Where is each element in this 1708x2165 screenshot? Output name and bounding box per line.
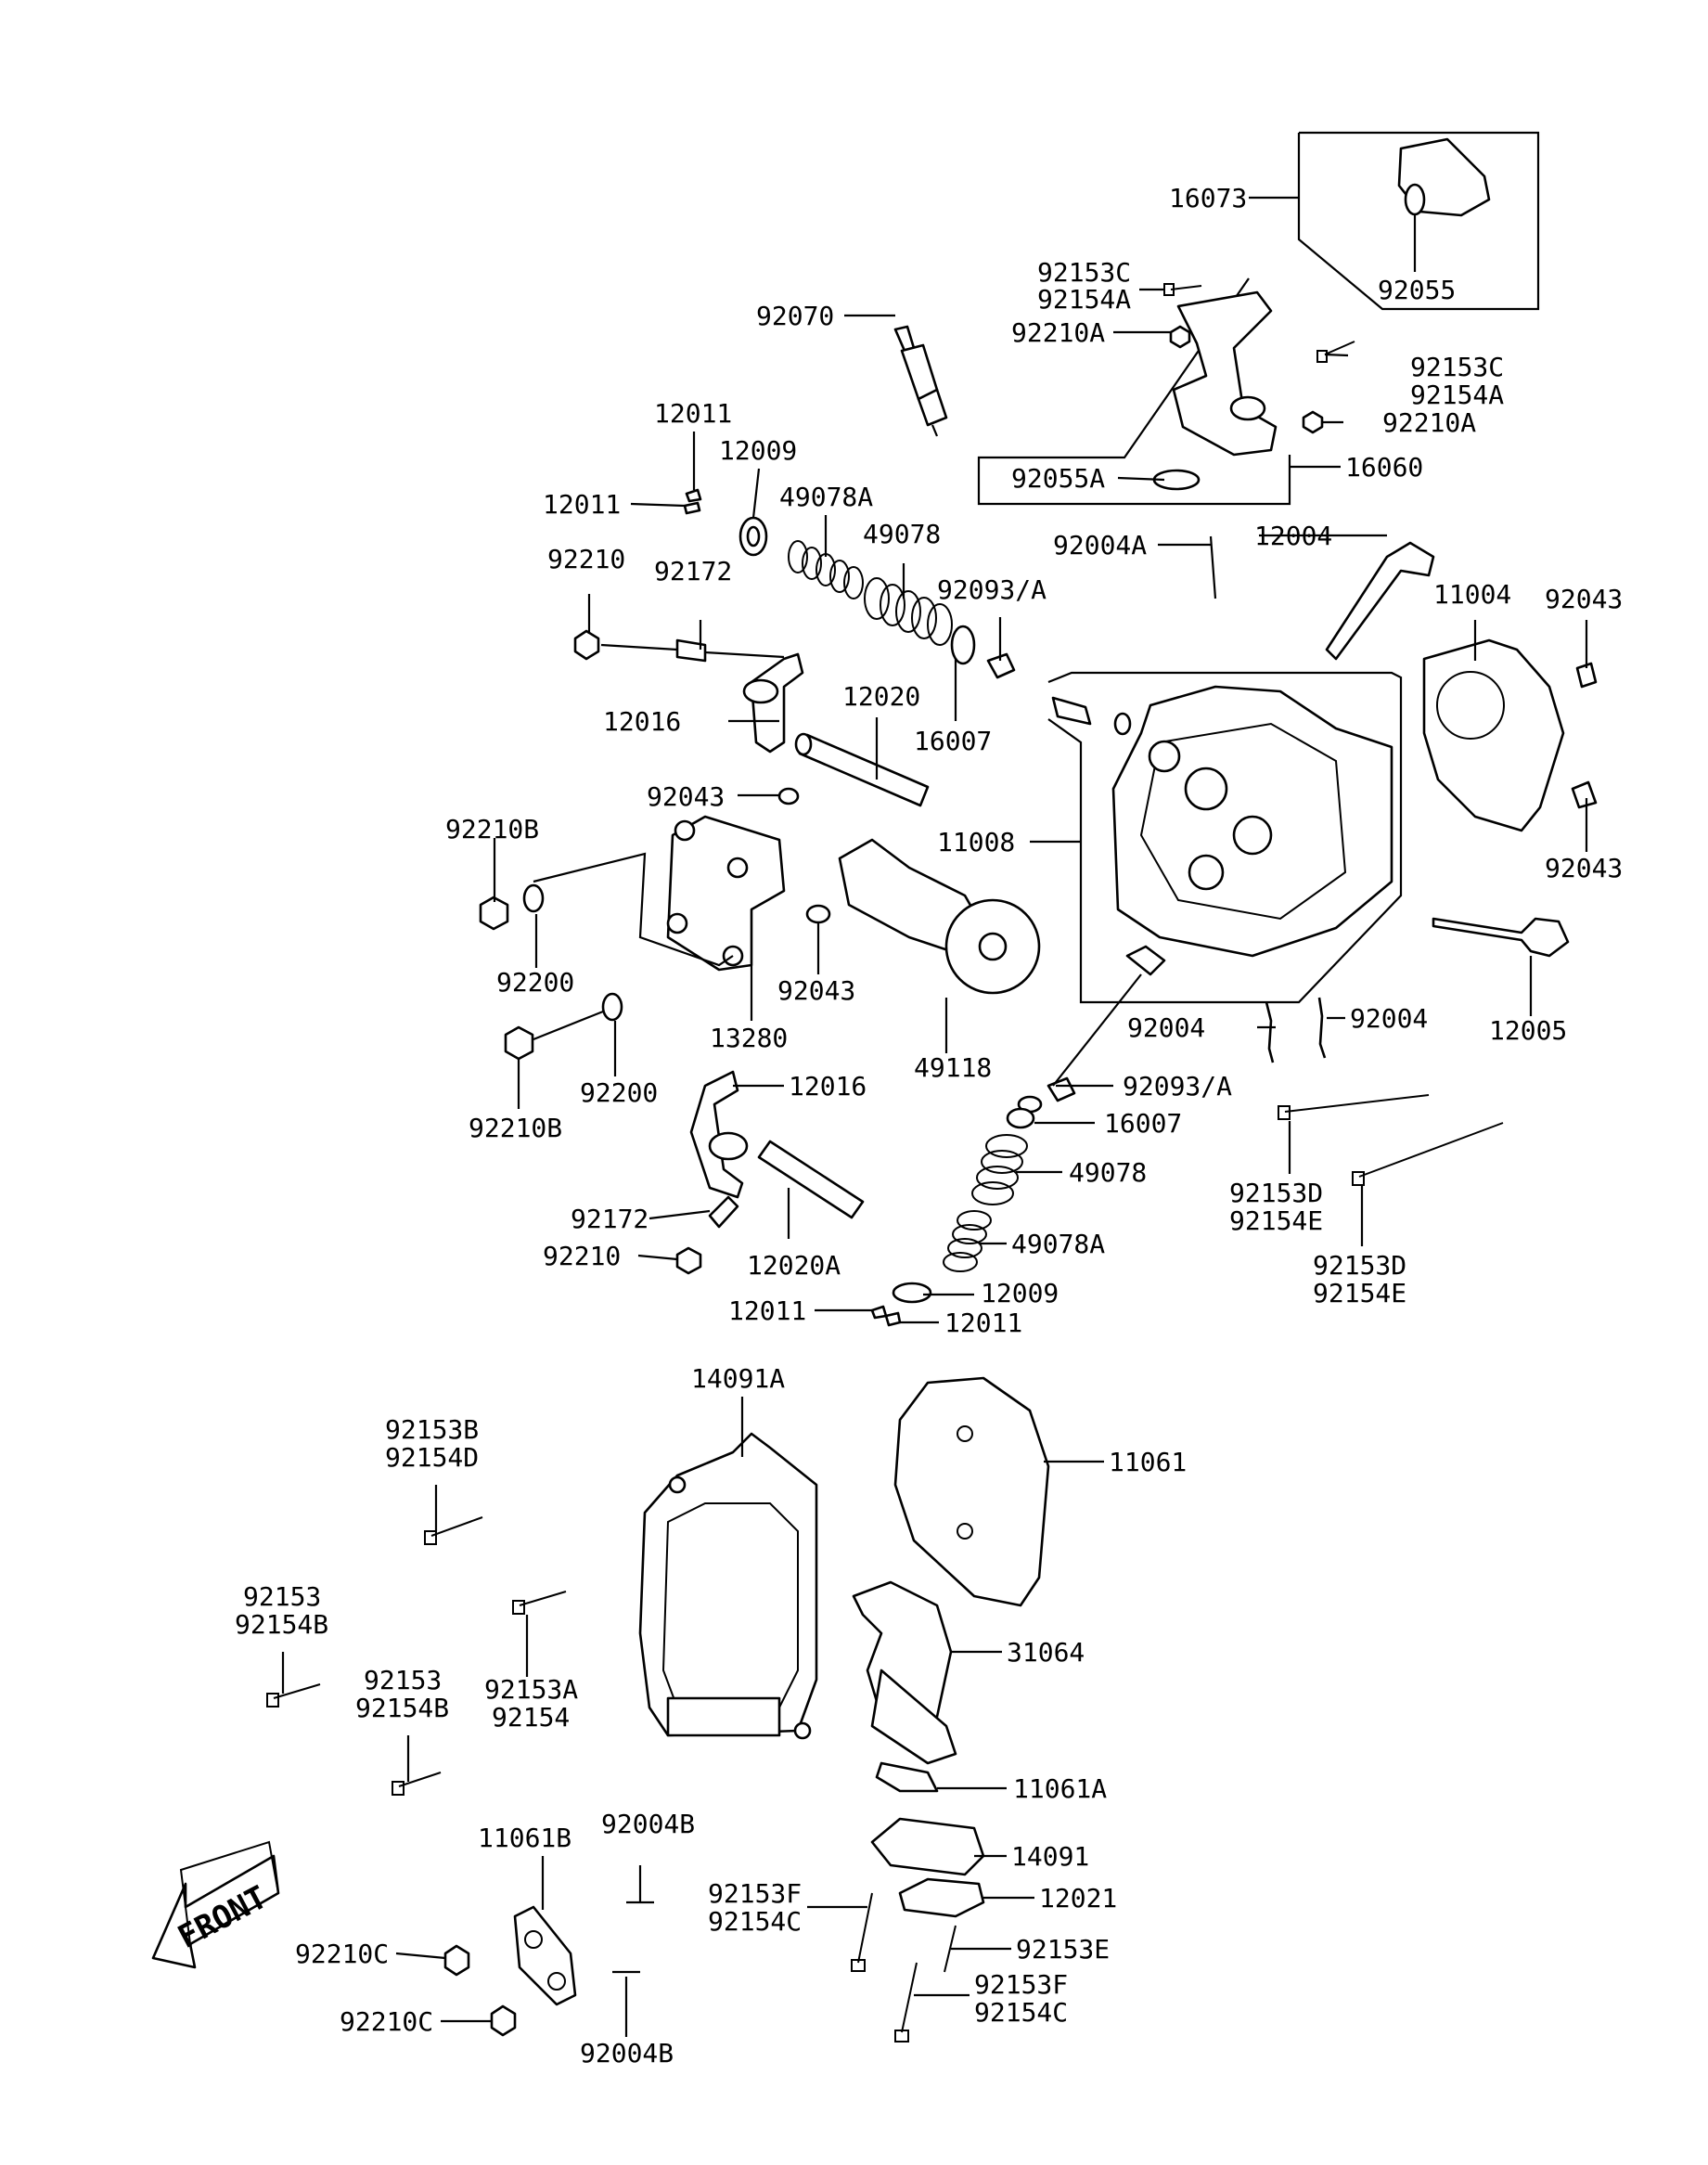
callout-92043: 92043 — [1545, 853, 1623, 883]
callout-12020a: 12020A — [747, 1250, 841, 1281]
callout-92093a: 92093/A — [937, 574, 1047, 605]
callout-92154e: 92154E — [1313, 1278, 1406, 1308]
callout-92210b: 92210B — [445, 814, 539, 844]
callout-92153c: 92153C — [1037, 257, 1131, 288]
callout-92093a: 92093/A — [1123, 1071, 1232, 1102]
callout-92153e: 92153E — [1016, 1934, 1110, 1965]
callout-92210b: 92210B — [469, 1113, 562, 1143]
callout-92154c: 92154C — [708, 1906, 802, 1937]
callout-92210a: 92210A — [1011, 317, 1105, 348]
callout-labels: 16073 92055 92153C 92154A 92210A 92070 9… — [235, 183, 1623, 2068]
callout-92153a: 92153A — [484, 1674, 578, 1705]
callout-92210: 92210 — [543, 1241, 621, 1271]
callout-31064: 31064 — [1007, 1637, 1085, 1668]
leader-lines — [281, 196, 1588, 2037]
callout-92200: 92200 — [580, 1077, 658, 1108]
callout-92210c: 92210C — [340, 2006, 433, 2037]
callout-92153: 92153 — [243, 1581, 321, 1612]
callout-12004: 12004 — [1254, 521, 1332, 551]
callout-11061a: 11061A — [1013, 1773, 1107, 1804]
callout-16007: 16007 — [1104, 1108, 1182, 1139]
callout-12011: 12011 — [654, 398, 732, 429]
front-arrow: FRONT — [151, 1840, 280, 1969]
callout-92154a: 92154A — [1037, 284, 1131, 315]
callout-92153f: 92153F — [974, 1969, 1068, 2000]
callout-92153: 92153 — [364, 1665, 442, 1695]
callout-11061: 11061 — [1109, 1447, 1187, 1477]
callout-92004: 92004 — [1350, 1003, 1428, 1034]
callout-92154d: 92154D — [385, 1442, 479, 1473]
callout-92055: 92055 — [1378, 275, 1456, 305]
callout-12021: 12021 — [1039, 1883, 1117, 1914]
callout-92043: 92043 — [777, 975, 855, 1006]
callout-49078a: 49078A — [779, 482, 873, 512]
callout-92210c: 92210C — [295, 1939, 389, 1969]
callout-49118: 49118 — [914, 1052, 992, 1083]
callout-92154a: 92154A — [1410, 380, 1504, 410]
callout-12005: 12005 — [1489, 1015, 1567, 1046]
callout-92154b: 92154B — [235, 1609, 328, 1640]
callout-92153d: 92153D — [1313, 1250, 1406, 1281]
callout-92153d: 92153D — [1229, 1178, 1323, 1208]
callout-14091a: 14091A — [691, 1363, 785, 1394]
callout-12016: 12016 — [789, 1071, 867, 1102]
part-shapes — [266, 131, 1598, 2043]
callout-13280: 13280 — [710, 1023, 788, 1053]
callout-16007: 16007 — [914, 726, 992, 756]
callout-92172: 92172 — [654, 556, 732, 586]
callout-12011: 12011 — [944, 1308, 1022, 1338]
callout-11061b: 11061B — [478, 1823, 571, 1853]
callout-49078: 49078 — [863, 519, 941, 549]
callout-49078: 49078 — [1069, 1157, 1147, 1188]
callout-16060: 16060 — [1345, 452, 1423, 483]
callout-92004b: 92004B — [580, 2038, 674, 2068]
callout-92172: 92172 — [571, 1204, 649, 1234]
callout-12009: 12009 — [719, 435, 797, 466]
callout-92154b: 92154B — [355, 1693, 449, 1723]
callout-92004a: 92004A — [1053, 530, 1147, 561]
callout-49078a: 49078A — [1011, 1229, 1105, 1259]
callout-16073: 16073 — [1169, 183, 1247, 213]
callout-92153b: 92153B — [385, 1414, 479, 1445]
callout-92153f: 92153F — [708, 1878, 802, 1909]
callout-92200: 92200 — [496, 967, 574, 998]
callout-92043: 92043 — [1545, 584, 1623, 614]
callout-92154c: 92154C — [974, 1997, 1068, 2028]
callout-11004: 11004 — [1433, 579, 1511, 610]
callout-92070: 92070 — [756, 301, 834, 331]
callout-12011: 12011 — [728, 1295, 806, 1326]
callout-92153c: 92153C — [1410, 352, 1504, 382]
callout-12016: 12016 — [603, 706, 681, 737]
callout-92043: 92043 — [647, 781, 725, 812]
callout-92004: 92004 — [1127, 1012, 1205, 1043]
callout-92154e: 92154E — [1229, 1205, 1323, 1236]
callout-12011: 12011 — [543, 489, 621, 520]
callout-12009: 12009 — [981, 1278, 1059, 1308]
callout-12020: 12020 — [842, 681, 920, 712]
callout-11008: 11008 — [937, 827, 1015, 857]
callout-92055a: 92055A — [1011, 463, 1105, 494]
callout-92154: 92154 — [492, 1702, 570, 1733]
callout-92210a: 92210A — [1382, 407, 1476, 438]
callout-14091: 14091 — [1011, 1841, 1089, 1872]
callout-92210: 92210 — [547, 544, 625, 574]
callout-92004b: 92004B — [601, 1809, 695, 1839]
